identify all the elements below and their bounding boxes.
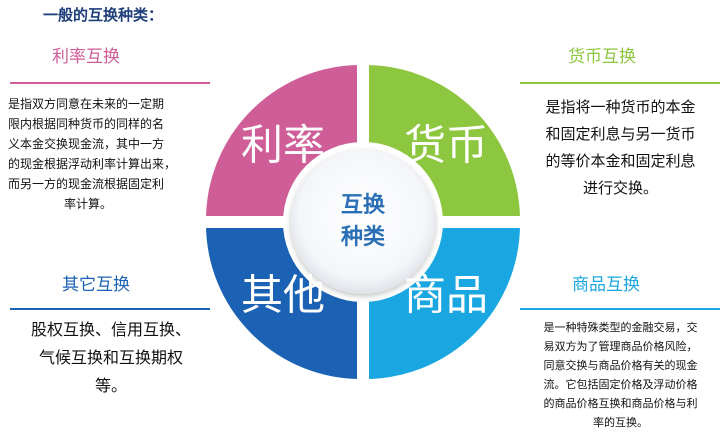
other-swap-description: 股权互换、信用互换、 气候互换和互换期权 等。 <box>6 316 216 400</box>
quadrant-currency-label: 货币 <box>404 121 488 170</box>
description-line: 的商品价格互换和商品价格与利 <box>543 397 698 410</box>
currency-swap-title: 货币互换 <box>568 47 636 67</box>
other-swap-divider <box>10 308 210 310</box>
description-line: 气候互换和互换期权 <box>38 348 183 367</box>
commodity-swap-divider <box>520 308 720 310</box>
center-label-line1: 互换 <box>341 192 386 218</box>
center-circle <box>291 150 435 294</box>
description-line: 易双方为了管理商品价格风险， <box>543 340 698 353</box>
description-line: 和固定利息与另一货币 <box>545 125 696 143</box>
description-line: 股权互换、信用互换、 <box>30 320 191 339</box>
commodity-swap-description: 是一种特殊类型的金融交易，交 易双方为了管理商品价格风险， 同意交换与商品价格有… <box>518 318 723 432</box>
quadrant-commodity-label: 商品 <box>404 271 488 320</box>
quadrant-other-label: 其他 <box>241 271 325 320</box>
description-line: 的等价本金和固定利息 <box>545 152 696 170</box>
other-swap-title: 其它互换 <box>62 275 130 295</box>
description-line: 同意交换与商品价格有关的现金 <box>543 359 698 372</box>
description-line: 限内根据同种货币的同样的名 <box>8 117 165 131</box>
center-label-line2: 种类 <box>341 225 386 250</box>
interest-swap-divider <box>10 82 210 84</box>
interest-swap-description: 是指双方同意在未来的一定期 限内根据同种货币的同样的名 义本金交换现金流，其中一… <box>8 94 214 214</box>
currency-swap-divider <box>520 82 720 84</box>
description-line: 的现金根据浮动利率计算出来， <box>8 157 177 171</box>
interest-swap-title: 利率互换 <box>52 47 120 67</box>
description-line: 而另一方的现金流根据固定利 <box>8 177 165 191</box>
description-line: 流。它包括固定价格及浮动价格 <box>543 378 698 391</box>
description-line: 是指双方同意在未来的一定期 <box>8 97 165 111</box>
page-title: 一般的互换种类： <box>43 6 164 24</box>
commodity-swap-title: 商品互换 <box>572 275 640 295</box>
description-line: 是指将一种货币的本金 <box>545 98 696 116</box>
description-line: 率计算。 <box>63 197 112 211</box>
quadrant-interest-label: 利率 <box>241 121 325 170</box>
currency-swap-description: 是指将一种货币的本金 和固定利息与另一货币 的等价本金和固定利息 进行交换。 <box>518 94 723 202</box>
description-line: 是一种特殊类型的金融交易，交 <box>543 321 698 334</box>
description-line: 等。 <box>94 376 127 395</box>
description-line: 义本金交换现金流，其中一方 <box>8 137 165 151</box>
description-line: 进行交换。 <box>582 179 658 197</box>
description-line: 率的互换。 <box>593 416 648 429</box>
